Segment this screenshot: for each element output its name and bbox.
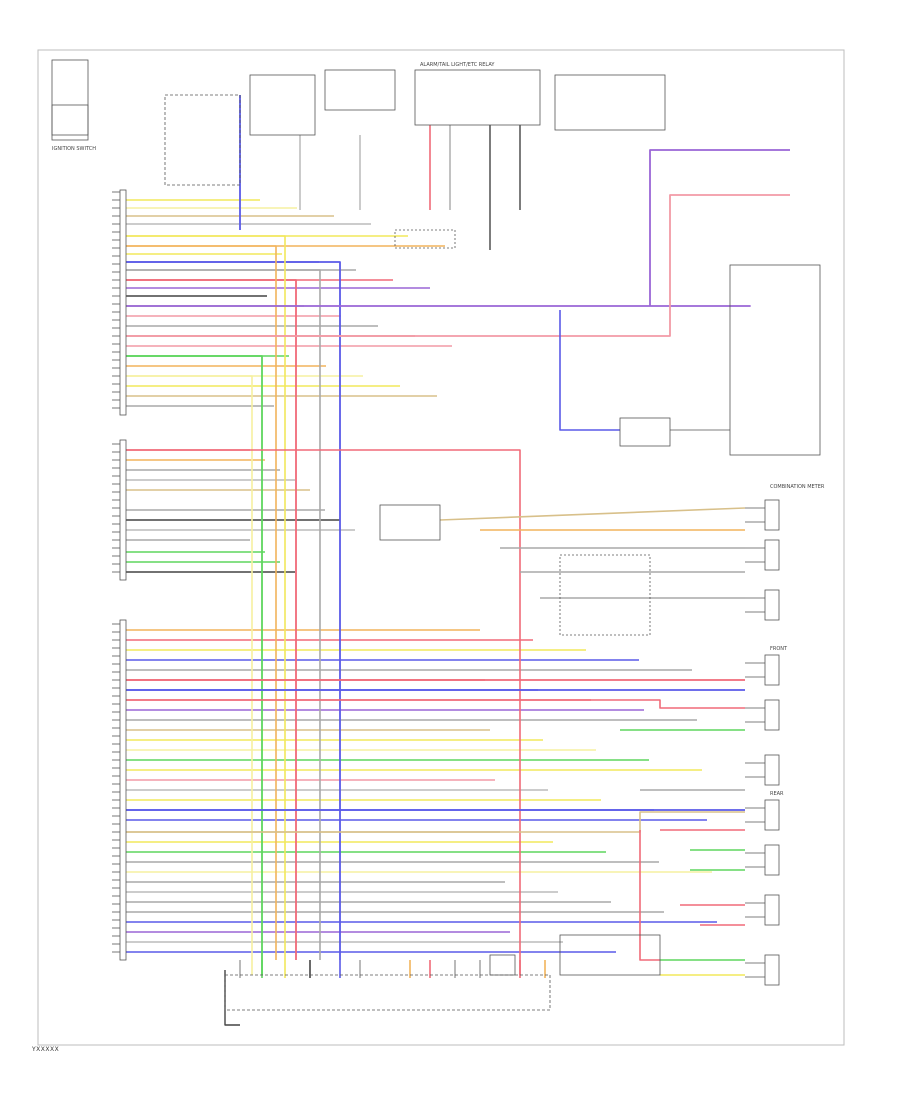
wire-layer	[126, 95, 790, 1026]
right-component-4	[764, 654, 780, 686]
lighting-switch-module	[729, 264, 821, 456]
sensor-sub-box	[51, 104, 89, 136]
sensor-box-top-left	[51, 59, 89, 141]
relay-box-label: ALARM/TAIL LIGHT/ETC RELAY	[420, 62, 495, 68]
main-unit-connector-upper	[119, 189, 127, 416]
fuse-box-b	[324, 69, 396, 111]
switch-module-mid	[559, 554, 651, 636]
yellow-vertical-trunk	[126, 235, 286, 960]
diagram-border	[37, 49, 845, 1046]
blue-vertical-trunk	[126, 261, 341, 960]
right-component-9	[764, 894, 780, 926]
right-component-3	[764, 589, 780, 621]
right-component-1	[764, 499, 780, 531]
ground-point-a	[394, 229, 456, 249]
front-label: FRONT	[770, 646, 788, 652]
figure-code: YXXXXX	[32, 1046, 60, 1053]
fuse-box-a	[249, 74, 316, 136]
bottom-connector	[224, 974, 551, 1011]
right-component-6	[764, 754, 780, 786]
pink-right-run	[126, 194, 790, 337]
right-component-7	[764, 799, 780, 831]
right-section-label: COMBINATION METER	[770, 484, 825, 490]
ltyellow-vertical-trunk	[126, 375, 253, 975]
bottom-module-right	[559, 934, 661, 976]
right-component-5	[764, 699, 780, 731]
right-component-2	[764, 539, 780, 571]
control-module-top	[164, 94, 241, 186]
gray-vertical-trunk	[126, 269, 321, 960]
red-vertical-trunk	[126, 279, 297, 960]
blue-switch-run	[559, 310, 620, 431]
ground-lead	[224, 970, 240, 1026]
right-component-8	[764, 844, 780, 876]
relay-mid	[379, 504, 441, 541]
main-unit-connector-middle	[119, 439, 127, 581]
main-unit-connector-lower	[119, 619, 127, 961]
tan-right-1	[439, 507, 746, 521]
junction-module	[619, 417, 671, 447]
component-layer	[51, 59, 821, 1011]
red-right-3	[126, 699, 745, 709]
red-mid-run	[126, 449, 521, 975]
label-layer: ALARM/TAIL LIGHT/ETC RELAY COMBINATION ME…	[52, 62, 825, 797]
rear-label: REAR	[770, 791, 784, 797]
switch-label: IGNITION SWITCH	[52, 146, 96, 152]
orange-vertical-trunk	[126, 245, 277, 960]
tan-right-2	[126, 811, 745, 833]
green-vertical-trunk	[126, 355, 263, 975]
fuse-box-c	[554, 74, 666, 131]
bottom-fuse	[489, 954, 516, 976]
right-component-10	[764, 954, 780, 986]
violet-right-run	[126, 149, 790, 307]
relay-box	[414, 69, 541, 126]
red-right-link	[639, 830, 660, 961]
